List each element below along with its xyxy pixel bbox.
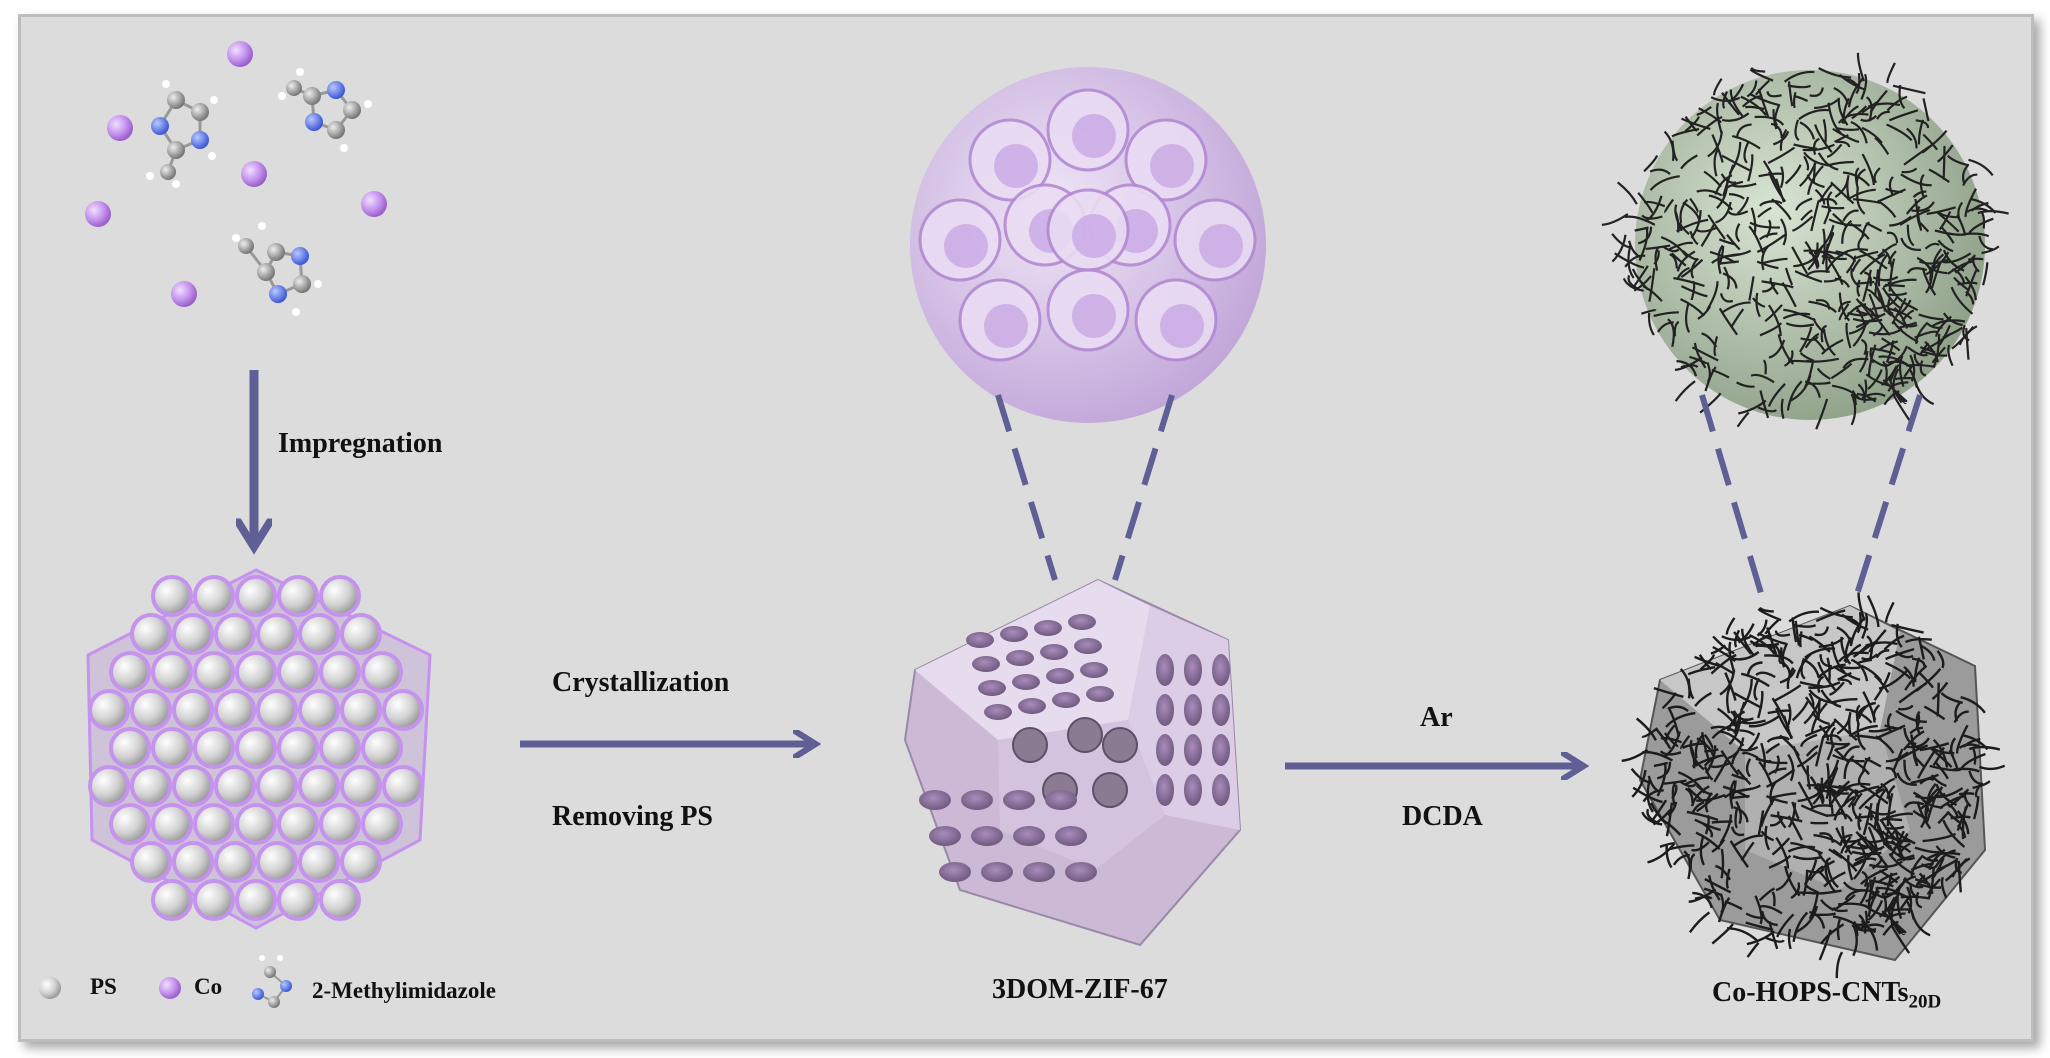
zif-product-label: 3DOM-ZIF-67 (992, 974, 1168, 1005)
precursor-cluster (85, 41, 387, 316)
legend (39, 955, 292, 1008)
zif-porous-cluster (910, 67, 1266, 423)
co-legend-icon (159, 977, 181, 999)
methylimidazole-legend-icon (252, 955, 292, 1008)
legend-ps-label: PS (90, 974, 117, 999)
co-ion-icon (171, 281, 197, 307)
zif-polyhedron (903, 578, 1242, 947)
crystallization-label: Crystallization (552, 667, 730, 698)
co-ion-icon (227, 41, 253, 67)
legend-co-label: Co (194, 974, 223, 999)
impregnation-label: Impregnation (278, 428, 443, 459)
zif-zoom-line-left (995, 394, 1058, 581)
methylimidazole-molecule-icon (278, 68, 372, 152)
cnt-product-label: Co-HOPS-CNTs20D (1712, 977, 1942, 1013)
removing-ps-label: Removing PS (552, 801, 713, 832)
co-ion-icon (241, 161, 267, 187)
ps-legend-icon (39, 977, 61, 999)
cnt-porous-cluster (1601, 52, 2009, 430)
co-ion-icon (107, 115, 133, 141)
legend-methylimidazole-label: 2-Methylimidazole (312, 978, 496, 1003)
co-ion-icon (85, 201, 111, 227)
zif-zoom-line-right (1112, 394, 1175, 581)
ps-co-template (86, 568, 432, 930)
cnt-zoom-line-left (1699, 394, 1769, 611)
co-ion-icon (361, 191, 387, 217)
cnt-polyhedron (1621, 592, 2006, 979)
methylimidazole-molecule-icon (146, 80, 218, 188)
dcda-label: DCDA (1402, 801, 1483, 832)
methylimidazole-molecule-icon (232, 222, 322, 316)
ar-label: Ar (1420, 702, 1453, 733)
cnt-zoom-line-right (1849, 394, 1923, 611)
